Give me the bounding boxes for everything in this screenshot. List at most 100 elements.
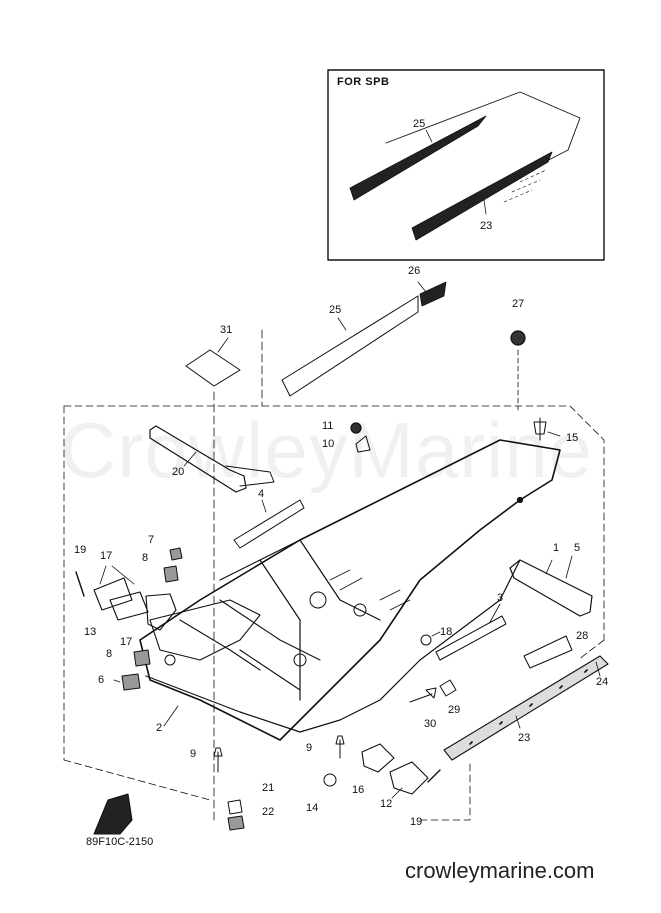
callout-17a: 17: [100, 550, 113, 562]
handle-20: [149, 425, 247, 493]
callout-30: 30: [424, 718, 437, 730]
leader-31: [217, 337, 229, 353]
frame-body: [139, 439, 561, 741]
callout-2: 2: [156, 722, 163, 734]
callout-21: 21: [262, 782, 275, 794]
grommet-27: [510, 330, 526, 346]
watermark: CrowleyMarine: [60, 406, 594, 494]
inset-strip-25: [349, 115, 487, 201]
callout-22: 22: [262, 806, 275, 818]
leader-2: [163, 705, 179, 727]
leader-26: [417, 281, 427, 293]
nut-7: [169, 547, 183, 561]
leader-3: [489, 603, 501, 623]
callout-5: 5: [574, 542, 581, 554]
cap-22: [227, 815, 245, 831]
nut-8a: [163, 565, 179, 583]
callout-19a: 19: [74, 544, 87, 556]
callout-17b: 17: [120, 636, 133, 648]
callout-24: 24: [596, 676, 609, 688]
nut-11: [350, 422, 362, 434]
bolt-15: [533, 417, 547, 441]
inset-hatch: [503, 169, 547, 203]
callout-9a: 9: [190, 748, 197, 760]
callout-1: 1: [553, 542, 560, 554]
pin-9a: [213, 747, 223, 773]
callout-23: 23: [518, 732, 531, 744]
callout-3: 3: [497, 592, 504, 604]
callout-10: 10: [322, 438, 335, 450]
rail-5: [509, 559, 593, 617]
callout-4: 4: [258, 488, 265, 500]
callout-25: 25: [329, 304, 342, 316]
inset-leader-23: [483, 199, 487, 215]
nut-6: [121, 673, 141, 691]
leader-18: [431, 631, 441, 637]
coupler-17b: [145, 593, 177, 631]
callout-9b: 9: [306, 742, 313, 754]
leader-1: [545, 559, 553, 575]
frame-hole-5: [516, 496, 524, 504]
callout-25-inset: 25: [413, 118, 426, 130]
part-18: [420, 634, 432, 646]
strip-23: [443, 655, 609, 761]
callout-14: 14: [306, 802, 319, 814]
callout-7: 7: [148, 534, 155, 546]
callout-8a: 8: [142, 552, 149, 564]
screw-30: [409, 687, 437, 703]
site-url[interactable]: crowleymarine.com: [405, 858, 595, 883]
clip-10: [355, 435, 371, 453]
leader-23: [515, 715, 521, 729]
frame-rail-left: [145, 559, 521, 733]
leader-24: [595, 661, 601, 677]
inset-title: FOR SPB: [337, 76, 390, 88]
frame-hole-1: [309, 591, 327, 609]
callout-26: 26: [408, 265, 421, 277]
decal-shape: [93, 793, 133, 835]
leader-12: [391, 787, 403, 799]
frame-front-plate: [149, 599, 261, 661]
callout-18: 18: [440, 626, 453, 638]
strip-25: [281, 295, 419, 397]
cap-21: [227, 799, 243, 815]
inset-strip-23: [411, 151, 553, 241]
screw-19a: [75, 571, 85, 597]
callout-15: 15: [566, 432, 579, 444]
bracket-4: [233, 499, 305, 549]
callout-12: 12: [380, 798, 393, 810]
bracket-13: [109, 591, 149, 621]
callout-31: 31: [220, 324, 233, 336]
drawing-code: 89F10C-2150: [86, 836, 154, 848]
handle-20-bracket: [225, 465, 275, 487]
frame-tunnel: [219, 479, 421, 701]
callout-20: 20: [172, 466, 185, 478]
frame-hole-4: [164, 654, 176, 666]
leader-5: [565, 555, 573, 579]
inset-leader-25: [425, 129, 433, 143]
callout-29: 29: [448, 704, 461, 716]
inset-frame: [327, 69, 605, 261]
washer-14: [323, 773, 337, 787]
bracket-3: [435, 615, 507, 661]
leader-15: [547, 431, 561, 437]
pin-9b: [335, 735, 345, 759]
callout-6: 6: [98, 674, 105, 686]
frame-hole-3: [293, 653, 307, 667]
clip-29: [439, 679, 457, 697]
leader-6: [113, 679, 121, 683]
callout-13: 13: [84, 626, 97, 638]
assembly-boundary: [63, 405, 605, 821]
callout-28: 28: [576, 630, 589, 642]
pad-31: [185, 349, 241, 387]
callout-16: 16: [352, 784, 365, 796]
callout-27: 27: [512, 298, 525, 310]
leader-25: [337, 317, 347, 331]
frame-crossmember: [179, 599, 321, 691]
leader-20: [183, 451, 197, 467]
callout-8b: 8: [106, 648, 113, 660]
bracket-16: [361, 743, 395, 773]
screw-19b: [427, 769, 441, 783]
callout-11: 11: [322, 420, 334, 432]
frame-hole-2: [353, 603, 367, 617]
